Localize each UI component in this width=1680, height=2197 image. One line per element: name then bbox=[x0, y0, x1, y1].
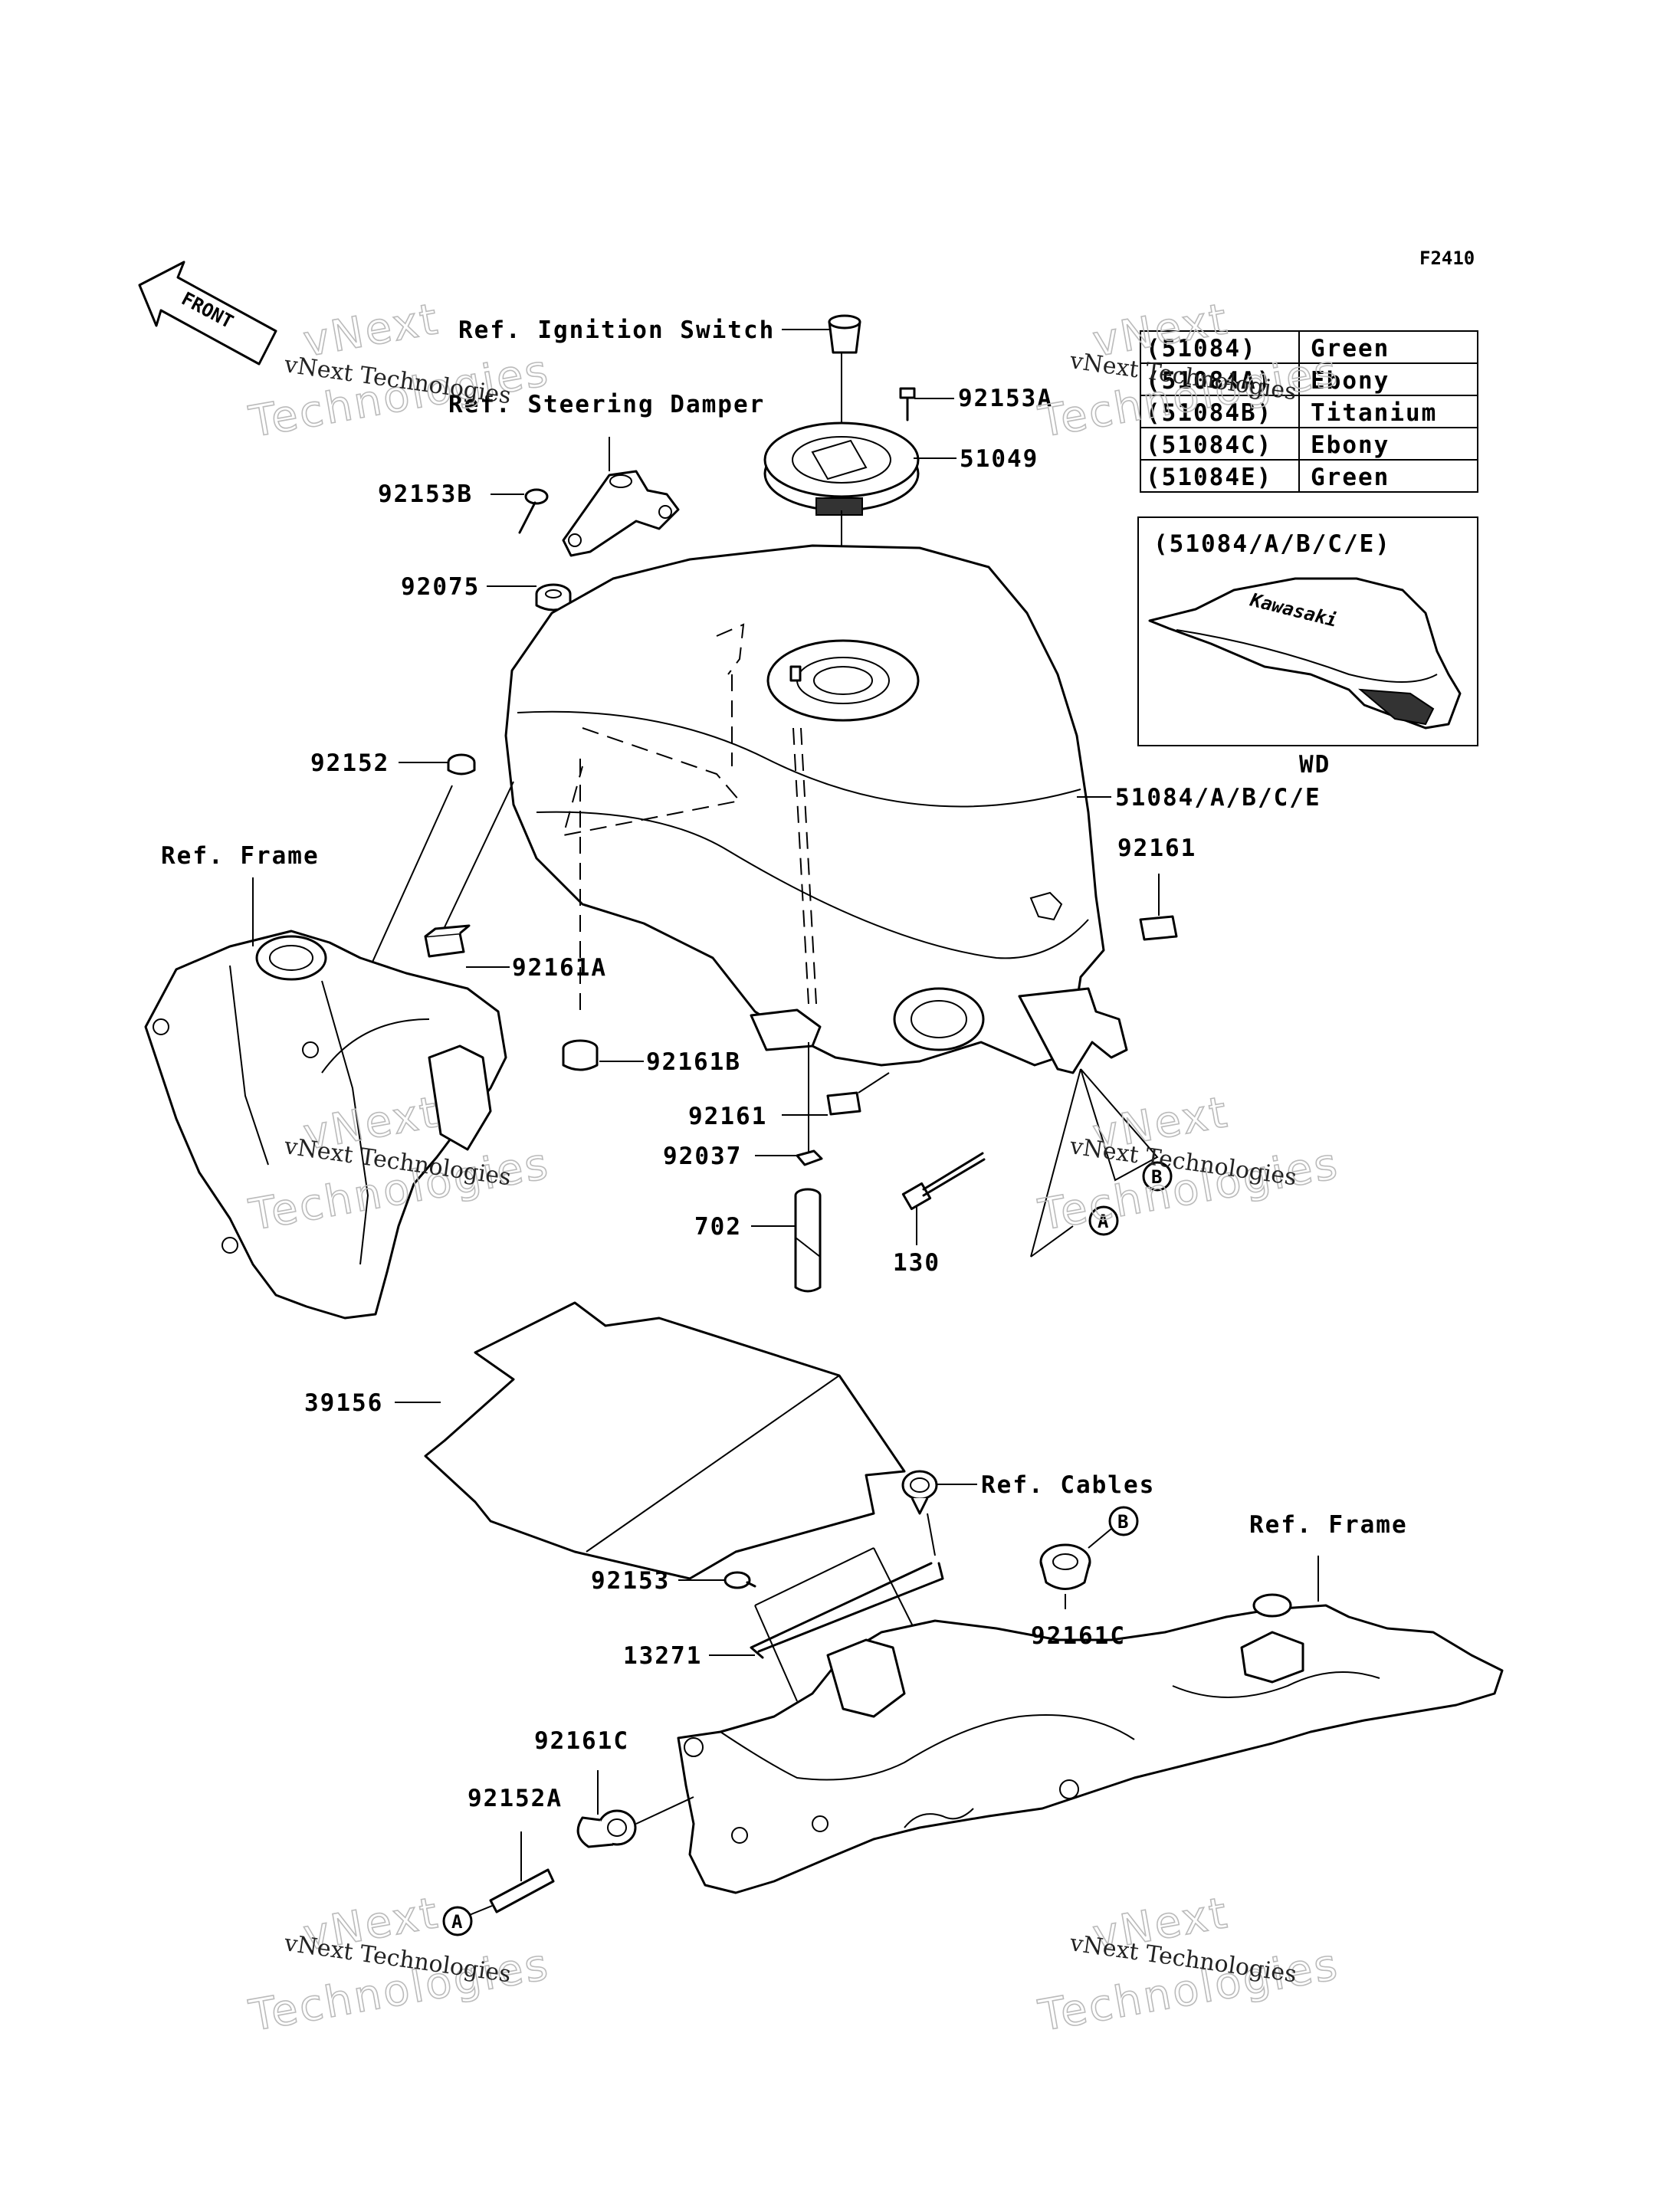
figure-code: F2410 bbox=[1419, 248, 1475, 269]
callout-b-circle-bottom bbox=[1108, 1506, 1139, 1536]
steering-damper-bracket bbox=[562, 470, 680, 557]
front-arrow-icon: FRONT bbox=[138, 261, 277, 366]
cushion-92161C-right bbox=[1039, 1543, 1091, 1590]
strap-13271 bbox=[750, 1562, 944, 1659]
bolt-92153A bbox=[899, 387, 916, 421]
label-ref-steering-damper: Ref. Steering Damper bbox=[448, 391, 765, 418]
color-table: (51084) Green (51084A) Ebony (51084B) Ti… bbox=[1140, 330, 1478, 493]
color-table-color: Green bbox=[1311, 335, 1390, 362]
label-92161C-left: 92161C bbox=[534, 1727, 629, 1755]
cable-clamp bbox=[901, 1470, 938, 1515]
label-92161C-right: 92161C bbox=[1031, 1622, 1126, 1650]
screw-92153 bbox=[724, 1571, 756, 1589]
callout-a-text-bottom: A bbox=[451, 1911, 463, 1933]
label-92161-mid: 92161 bbox=[688, 1103, 767, 1130]
callout-a-circle-top bbox=[1088, 1205, 1119, 1236]
bolt-92153B bbox=[518, 488, 549, 534]
label-92161A: 92161A bbox=[512, 954, 607, 982]
label-92152A: 92152A bbox=[468, 1785, 563, 1812]
color-table-part: (51084) bbox=[1146, 335, 1257, 362]
label-702: 702 bbox=[694, 1213, 742, 1241]
cushion-92161B bbox=[562, 1039, 599, 1071]
inset-box: (51084/A/B/C/E) Kawasaki bbox=[1137, 516, 1478, 746]
callout-b-text-top: B bbox=[1151, 1166, 1162, 1188]
label-13271: 13271 bbox=[623, 1642, 702, 1670]
label-92037: 92037 bbox=[663, 1143, 742, 1170]
watermark-mid-right: Technologies vNext vNext Technologies bbox=[1034, 1087, 1344, 1241]
label-ref-frame-right: Ref. Frame bbox=[1249, 1511, 1408, 1539]
color-table-part: (51084A) bbox=[1146, 367, 1272, 395]
inset-title: (51084/A/B/C/E) bbox=[1153, 530, 1391, 558]
label-130: 130 bbox=[893, 1249, 940, 1277]
label-92075: 92075 bbox=[401, 573, 480, 601]
callout-b-circle-top bbox=[1142, 1161, 1173, 1192]
label-51084-tank: 51084/A/B/C/E bbox=[1115, 784, 1321, 812]
watermark-bottom-left: Technologies vNext vNext Technologies bbox=[244, 1887, 554, 2042]
collar-92152 bbox=[447, 753, 476, 776]
tube-702 bbox=[794, 1188, 822, 1293]
label-92161-right: 92161 bbox=[1117, 835, 1196, 862]
label-92153A: 92153A bbox=[958, 385, 1053, 412]
label-39156: 39156 bbox=[304, 1389, 383, 1417]
callout-b-text-bottom: B bbox=[1117, 1511, 1128, 1533]
label-51049: 51049 bbox=[960, 445, 1039, 473]
pad-92161A bbox=[424, 924, 471, 958]
color-table-color: Ebony bbox=[1311, 431, 1390, 459]
fuel-cap-51049 bbox=[763, 421, 920, 516]
callout-a-text-top: A bbox=[1098, 1211, 1109, 1232]
callout-a-circle-bottom bbox=[442, 1906, 473, 1936]
sheet-39156 bbox=[424, 1301, 906, 1580]
color-table-color: Titanium bbox=[1311, 399, 1437, 427]
color-table-color: Ebony bbox=[1311, 367, 1390, 395]
color-table-part: (51084B) bbox=[1146, 399, 1272, 427]
label-92153: 92153 bbox=[591, 1567, 670, 1595]
frame-left bbox=[144, 930, 507, 1320]
color-table-part: (51084C) bbox=[1146, 431, 1272, 459]
color-table-part: (51084E) bbox=[1146, 464, 1272, 491]
inset-caption: WD bbox=[1299, 751, 1331, 779]
label-92152: 92152 bbox=[310, 749, 389, 777]
fuel-tank-51084 bbox=[504, 544, 1128, 1074]
label-ref-ignition-switch: Ref. Ignition Switch bbox=[458, 316, 775, 344]
ignition-switch-bolt bbox=[828, 314, 861, 354]
label-92153B: 92153B bbox=[378, 480, 473, 508]
cushion-92161C-left bbox=[576, 1809, 637, 1848]
watermark-bottom-right: Technologies vNext vNext Technologies bbox=[1034, 1887, 1344, 2042]
color-table-color: Green bbox=[1311, 464, 1390, 491]
label-92161B: 92161B bbox=[646, 1048, 741, 1076]
bolt-130 bbox=[901, 1152, 986, 1211]
pin-92152A bbox=[489, 1868, 555, 1913]
frame-right bbox=[677, 1593, 1504, 1894]
clip-92037 bbox=[796, 1149, 823, 1166]
label-ref-frame-left: Ref. Frame bbox=[161, 842, 320, 870]
pad-92161-right bbox=[1139, 915, 1178, 941]
label-ref-cables: Ref. Cables bbox=[981, 1471, 1155, 1499]
pad-92161-mid bbox=[826, 1091, 861, 1116]
